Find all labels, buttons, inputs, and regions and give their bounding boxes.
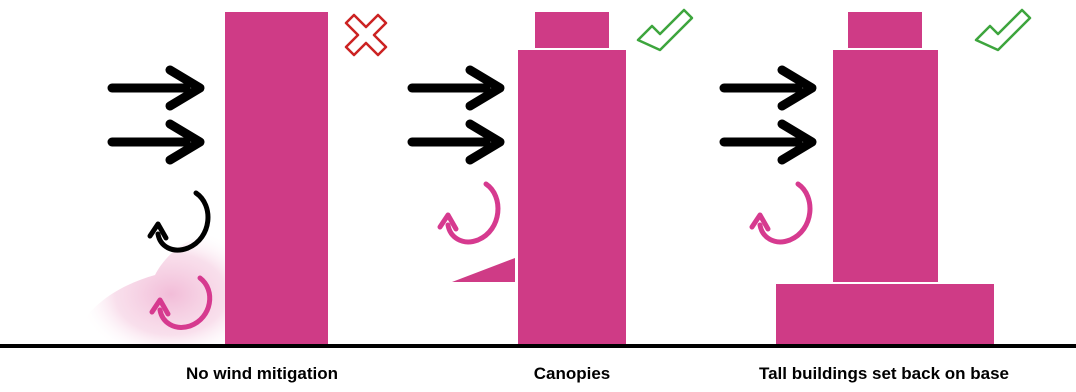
panel-canopies [407, 8, 694, 345]
building-top [848, 12, 922, 48]
caption-setback: Tall buildings set back on base [758, 364, 1010, 383]
tall-building [833, 50, 938, 282]
wind-arrow-icon [407, 65, 505, 111]
wind-arrow-icon [107, 119, 205, 165]
eddy-swirl-icon [749, 181, 813, 245]
eddy-swirl-icon [437, 181, 501, 245]
check-icon [636, 8, 694, 52]
turbulence-cloud [70, 232, 225, 345]
caption-no-mitigation: No wind mitigation [185, 364, 339, 383]
eddy-swirl-icon [147, 190, 211, 253]
tall-building [225, 12, 328, 345]
cross-icon [344, 13, 388, 57]
wind-arrow-icon [719, 119, 817, 165]
caption-canopies: Canopies [533, 364, 611, 383]
podium-base [776, 284, 994, 345]
tall-building [518, 50, 626, 345]
eddy-swirl-icon [149, 275, 213, 330]
check-icon [974, 8, 1032, 52]
wind-arrow-icon [407, 119, 505, 165]
wind-arrow-icon [719, 65, 817, 111]
panel-setback [719, 8, 1032, 345]
panel-no-mitigation [70, 12, 388, 345]
building-top [535, 12, 609, 48]
wind-arrow-icon [107, 65, 205, 111]
canopy [452, 258, 515, 282]
